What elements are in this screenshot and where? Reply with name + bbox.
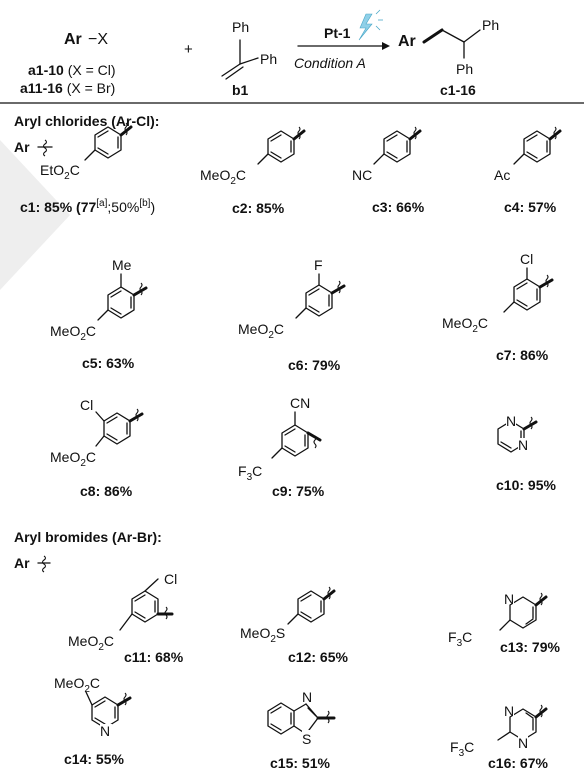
c11-cl: Cl <box>164 571 177 587</box>
product-label: c1-16 <box>440 82 476 98</box>
c14-n: N <box>100 723 110 739</box>
compound-c1: EtO2C c1: 85% (77[a];50%[b]) <box>20 122 155 215</box>
c7-label: c7: 86% <box>496 347 549 363</box>
compound-c10: N N c10: 95% <box>496 413 556 493</box>
c16-n2: N <box>518 735 528 751</box>
reactant-a1-line: a1-10 (X = Cl) <box>28 62 116 78</box>
compound-c12: MeO2S c12: 65% <box>240 586 348 665</box>
compound-c15: N S c15: 51% <box>267 689 336 771</box>
c13-substituent: F3C <box>448 629 472 649</box>
compound-c4: Ac c4: 57% <box>494 126 562 215</box>
compound-c2: MeO2C c2: 85% <box>200 126 306 216</box>
c12-substituent: MeO2S <box>240 625 285 645</box>
c2-label: c2: 85% <box>232 200 285 216</box>
c13-label: c13: 79% <box>500 639 560 655</box>
compound-c14: N MeO2C c14: 55% <box>54 675 132 767</box>
compound-c9: CN F3C c9: 75% <box>238 395 325 499</box>
c2-substituent: MeO2C <box>200 167 246 187</box>
c3-substituent: NC <box>352 167 372 183</box>
product-ar: Ar <box>398 33 416 50</box>
c8-cl: Cl <box>80 397 93 413</box>
reactant-a11-line: a11-16 (X = Br) <box>20 80 115 96</box>
c3-label: c3: 66% <box>372 199 425 215</box>
c12-label: c12: 65% <box>288 649 348 665</box>
product-bond-ch2 <box>441 29 465 43</box>
a11-condition: (X = Br) <box>63 80 116 96</box>
c11-label: c11: 68% <box>124 649 184 665</box>
a11-range: a11-16 <box>20 80 63 96</box>
c1-label: c1: 85% (77[a];50%[b]) <box>20 198 155 215</box>
compound-c6: F MeO2C c6: 79% <box>238 257 346 373</box>
reaction-header: Ar −X a1-10 (X = Cl) a11-16 (X = Br) + P… <box>20 9 499 98</box>
b1-ph-top: Ph <box>232 19 249 35</box>
c8-label: c8: 86% <box>80 483 133 499</box>
b1-ph-right: Ph <box>260 51 277 67</box>
ar-legend-label: Ar <box>14 139 30 155</box>
c7-substituent: MeO2C <box>442 315 488 335</box>
condition-label: Condition A <box>294 55 366 71</box>
compound-c5: Me MeO2C c5: 63% <box>50 257 148 371</box>
plus-sign: + <box>184 41 193 58</box>
reaction-arrow-head <box>382 42 390 50</box>
c10-label: c10: 95% <box>496 477 556 493</box>
product-ph-top: Ph <box>482 17 499 33</box>
ar-legend-wavy <box>42 139 48 157</box>
c16-label: c16: 67% <box>488 755 548 771</box>
c11-substituent: MeO2C <box>68 633 114 653</box>
a1-condition: (X = Cl) <box>64 62 116 78</box>
a1-range: a1-10 <box>28 62 64 78</box>
compound-c8: Cl MeO2C c8: 86% <box>50 397 144 499</box>
c7-cl: Cl <box>520 251 533 267</box>
b1-bond-ch2-double <box>225 66 244 80</box>
c4-substituent: Ac <box>494 167 510 183</box>
c9-label: c9: 75% <box>272 483 325 499</box>
watermark-shape <box>0 140 70 290</box>
c1-substituent: EtO2C <box>40 162 80 182</box>
c14-substituent: MeO2C <box>54 675 100 695</box>
bromides-title: Aryl bromides (Ar-Br): <box>14 529 162 545</box>
c5-me: Me <box>112 257 132 273</box>
b1-label: b1 <box>232 82 249 98</box>
c6-substituent: MeO2C <box>238 321 284 341</box>
c10-n1: N <box>506 413 516 429</box>
b1-bond-ph <box>239 57 259 65</box>
compound-c3: NC c3: 66% <box>352 126 425 215</box>
compound-c11: Cl MeO2C c11: 68% <box>68 571 184 665</box>
chlorides-title: Aryl chlorides (Ar-Cl): <box>14 113 159 129</box>
reactant-a-ar: Ar <box>64 31 82 48</box>
c8-substituent: MeO2C <box>50 449 96 469</box>
light-icon <box>358 9 383 41</box>
compound-c13: N F3C c13: 79% <box>448 591 560 655</box>
product-ph-bottom: Ph <box>456 61 473 77</box>
c9-substituent: F3C <box>238 463 262 483</box>
product-bold-bond <box>422 28 444 44</box>
c10-n2: N <box>518 437 528 453</box>
reactant-a-x: −X <box>88 31 108 48</box>
c14-label: c14: 55% <box>64 751 124 767</box>
c6-label: c6: 79% <box>288 357 341 373</box>
c15-n: N <box>302 689 312 705</box>
c15-label: c15: 51% <box>270 755 330 771</box>
c16-n1: N <box>504 703 514 719</box>
compound-c7: Cl MeO2C c7: 86% <box>442 251 554 363</box>
ar-legend-label-2: Ar <box>14 555 30 571</box>
b1-bond-ch2 <box>221 63 241 77</box>
c4-label: c4: 57% <box>504 199 557 215</box>
catalyst-label: Pt-1 <box>324 25 351 41</box>
c15-s: S <box>302 731 311 747</box>
product-bond-ph1 <box>463 29 481 43</box>
c9-cn: CN <box>290 395 310 411</box>
c5-label: c5: 63% <box>82 355 135 371</box>
c6-f: F <box>314 257 323 273</box>
c16-substituent: F3C <box>450 739 474 759</box>
c5-substituent: MeO2C <box>50 323 96 343</box>
compound-c16: N N F3C c16: 67% <box>450 703 548 771</box>
ar-legend-wavy-2 <box>41 555 47 573</box>
c13-n: N <box>504 591 514 607</box>
